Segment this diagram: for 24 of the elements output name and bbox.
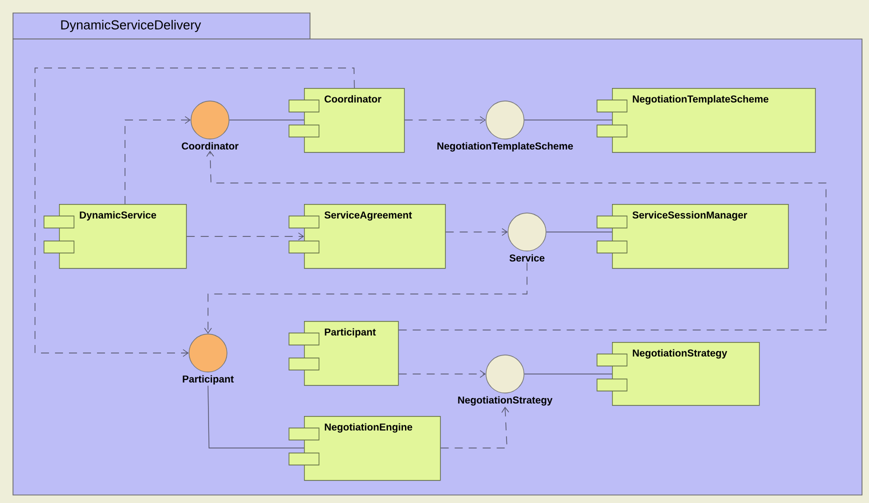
connector — [206, 150, 826, 330]
node-label: NegotiationTemplateScheme — [437, 142, 573, 152]
node-label: DynamicServiceDelivery — [61, 20, 202, 32]
connector — [398, 370, 486, 378]
connector — [440, 406, 510, 448]
component-box: ServiceAgreement — [288, 204, 446, 269]
connector — [208, 385, 304, 448]
component-box: ServiceSessionManager — [596, 204, 789, 269]
component-box: NegotiationTemplateScheme — [596, 88, 816, 153]
component-box: NegotiationEngine — [288, 416, 441, 481]
component-box: NegotiationStrategy — [596, 342, 760, 406]
node-label: Participant — [182, 375, 234, 385]
component-box: Coordinator — [288, 88, 405, 153]
node-label: NegotiationStrategy — [458, 396, 552, 406]
component-box: Participant — [288, 321, 399, 386]
connector — [404, 116, 486, 124]
connector — [445, 228, 508, 236]
node-label: Service — [510, 254, 544, 262]
connector — [34, 68, 355, 357]
component-box: DynamicService — [44, 204, 187, 269]
connector — [186, 232, 304, 240]
node-label: Coordinator — [182, 142, 238, 150]
connector — [204, 262, 528, 334]
connector — [124, 116, 191, 204]
